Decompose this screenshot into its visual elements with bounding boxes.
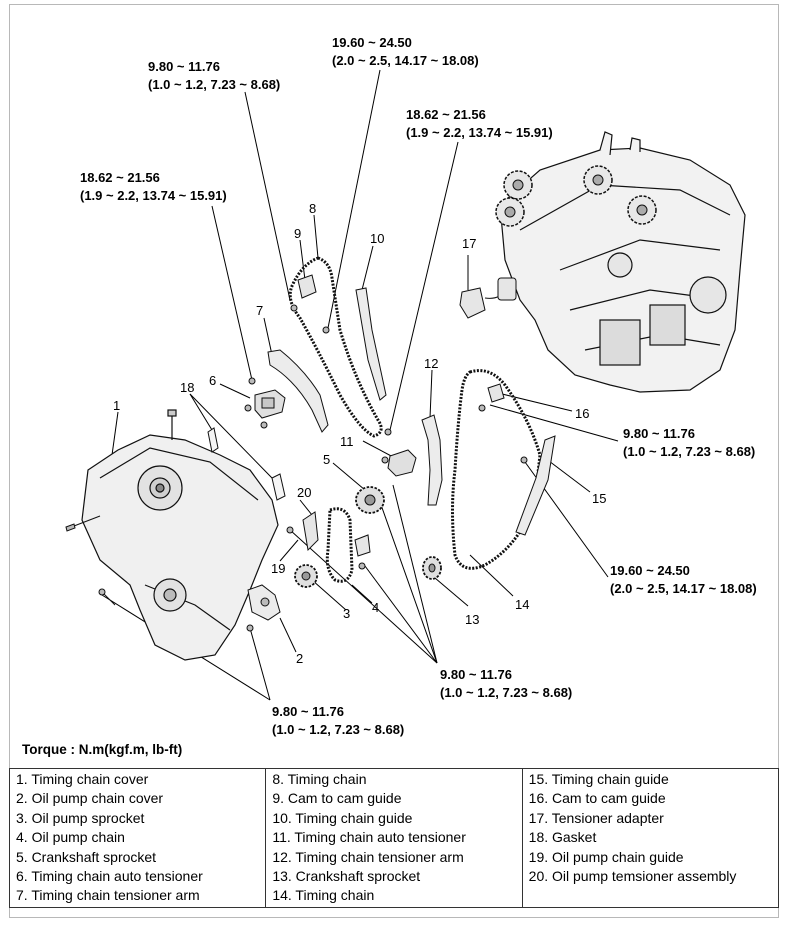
legend-item: 12. Timing chain tensioner arm <box>272 848 464 865</box>
callout-20: 20 <box>297 485 311 500</box>
timing-chain-left <box>288 256 383 438</box>
torque-label-bottom-center: 9.80 ~ 11.76 (1.0 ~ 1.2, 7.23 ~ 8.68) <box>440 667 572 700</box>
torque-label-right-middle: 9.80 ~ 11.76 (1.0 ~ 1.2, 7.23 ~ 8.68) <box>623 426 755 459</box>
exploded-view-diagram: 9.80 ~ 11.76 (1.0 ~ 1.2, 7.23 ~ 8.68) 19… <box>65 35 757 737</box>
torque-label-top-center: 19.60 ~ 24.50 (2.0 ~ 2.5, 14.17 ~ 18.08) <box>332 35 479 68</box>
legend-item: 7. Timing chain tensioner arm <box>16 887 200 904</box>
legend-item: 17. Tensioner adapter <box>528 809 664 826</box>
legend-item: 1. Timing chain cover <box>16 771 149 787</box>
diagram-frame <box>9 4 779 918</box>
torque-sub: (1.0 ~ 1.2, 7.23 ~ 8.68) <box>148 77 280 92</box>
legend-item: 13. Crankshaft sprocket <box>272 867 421 884</box>
legend-column-2: 8. Timing chain 9. Cam to cam guide 10. … <box>265 768 523 908</box>
legend-item: 15. Timing chain guide <box>528 771 669 787</box>
timing-chain-auto-tensioner-right <box>381 428 417 477</box>
callout-18: 18 <box>180 380 194 395</box>
torque-value: 9.80 ~ 11.76 <box>148 59 220 74</box>
timing-chain-tensioner-arm-right <box>421 414 443 506</box>
torque-sub: (1.0 ~ 1.2, 7.23 ~ 8.68) <box>440 685 572 700</box>
oil-pump-chain <box>325 507 354 583</box>
timing-chain-right <box>451 369 542 570</box>
callout-19: 19 <box>271 561 285 576</box>
cam-sprocket-left <box>495 170 533 227</box>
legend-item: 8. Timing chain <box>272 771 367 787</box>
callout-7: 7 <box>256 303 263 318</box>
timing-chain-cover <box>81 409 279 661</box>
torque-value: 19.60 ~ 24.50 <box>332 35 412 50</box>
callout-6: 6 <box>209 373 216 388</box>
oil-pump-sprocket <box>294 564 318 588</box>
torque-sub: (1.9 ~ 2.2, 13.74 ~ 15.91) <box>80 188 227 203</box>
callout-13: 13 <box>465 612 479 627</box>
torque-sub: (2.0 ~ 2.5, 14.17 ~ 18.08) <box>332 53 479 68</box>
oil-pump-chain-guide <box>302 511 319 552</box>
torque-value: 9.80 ~ 11.76 <box>623 426 695 441</box>
callout-4: 4 <box>372 600 379 615</box>
torque-label-top-left: 9.80 ~ 11.76 (1.0 ~ 1.2, 7.23 ~ 8.68) <box>148 59 280 92</box>
torque-sub: (2.0 ~ 2.5, 14.17 ~ 18.08) <box>610 581 757 596</box>
callout-10: 10 <box>370 231 384 246</box>
torque-sub: (1.0 ~ 1.2, 7.23 ~ 8.68) <box>623 444 755 459</box>
legend-item: 18. Gasket <box>528 829 597 846</box>
cam-to-cam-guide-right <box>478 383 505 412</box>
torque-label-upper-right: 18.62 ~ 21.56 (1.9 ~ 2.2, 13.74 ~ 15.91) <box>406 107 553 140</box>
legend-item: 16. Cam to cam guide <box>528 790 666 807</box>
callout-5: 5 <box>323 452 330 467</box>
tensioner-adapter <box>459 277 517 319</box>
callout-2: 2 <box>296 651 303 666</box>
oil-pump-tensioner-assembly <box>286 526 371 570</box>
callout-14: 14 <box>515 597 529 612</box>
callout-16: 16 <box>575 406 589 421</box>
crankshaft-sprocket-right <box>422 556 442 580</box>
legend-item: 11. Timing chain auto tensioner <box>272 829 466 846</box>
torque-value: 18.62 ~ 21.56 <box>406 107 486 122</box>
timing-chain-guide-left <box>355 287 387 401</box>
legend-item: 10. Timing chain guide <box>272 809 413 826</box>
torque-value: 19.60 ~ 24.50 <box>610 563 690 578</box>
callout-9: 9 <box>294 226 301 241</box>
legend-item: 2. Oil pump chain cover <box>16 790 164 807</box>
timing-chain-tensioner-arm-left <box>267 349 329 433</box>
legend-column-1: 1. Timing chain cover 2. Oil pump chain … <box>8 768 267 908</box>
legend-item: 9. Cam to cam guide <box>272 790 402 807</box>
legend-item: 5. Crankshaft sprocket <box>16 848 157 865</box>
torque-label-bottom-left: 9.80 ~ 11.76 (1.0 ~ 1.2, 7.23 ~ 8.68) <box>272 704 404 737</box>
callout-8: 8 <box>309 201 316 216</box>
engine-block <box>499 131 746 393</box>
torque-sub: (1.0 ~ 1.2, 7.23 ~ 8.68) <box>272 722 404 737</box>
legend-column-3: 15. Timing chain guide 16. Cam to cam gu… <box>521 768 780 908</box>
gaskets <box>207 427 286 501</box>
torque-value: 9.80 ~ 11.76 <box>272 704 344 719</box>
callout-15: 15 <box>592 491 606 506</box>
callout-1: 1 <box>113 398 120 413</box>
legend-item: 20. Oil pump temsioner assembly <box>528 867 737 884</box>
callout-11: 11 <box>340 434 354 449</box>
oil-pump-chain-cover <box>247 584 281 621</box>
legend-item: 14. Timing chain <box>272 887 375 904</box>
legend-item: 19. Oil pump chain guide <box>528 848 684 865</box>
torque-value: 18.62 ~ 21.56 <box>80 170 160 185</box>
parts-legend-table: 1. Timing chain cover 2. Oil pump chain … <box>8 768 780 908</box>
legend-item: 6. Timing chain auto tensioner <box>16 867 203 884</box>
torque-value: 9.80 ~ 11.76 <box>440 667 512 682</box>
timing-chain-auto-tensioner-left <box>244 377 286 429</box>
torque-units-caption: Torque : N.m(kgf.m, lb-ft) <box>22 742 183 757</box>
torque-sub: (1.9 ~ 2.2, 13.74 ~ 15.91) <box>406 125 553 140</box>
cover-bolts <box>65 515 254 632</box>
cam-sprocket-right <box>583 165 657 225</box>
legend-item: 3. Oil pump sprocket <box>16 809 145 826</box>
legend-item: 4. Oil pump chain <box>16 829 125 846</box>
callout-3: 3 <box>343 606 350 621</box>
torque-label-left: 18.62 ~ 21.56 (1.9 ~ 2.2, 13.74 ~ 15.91) <box>80 170 227 203</box>
callout-17: 17 <box>462 236 476 251</box>
timing-chain-guide-right <box>515 435 556 536</box>
cam-to-cam-guide-left <box>290 274 330 334</box>
leader-lines <box>101 69 619 701</box>
torque-label-right-lower: 19.60 ~ 24.50 (2.0 ~ 2.5, 14.17 ~ 18.08) <box>610 563 757 596</box>
callout-12: 12 <box>424 356 438 371</box>
crankshaft-sprocket-left <box>355 486 385 514</box>
